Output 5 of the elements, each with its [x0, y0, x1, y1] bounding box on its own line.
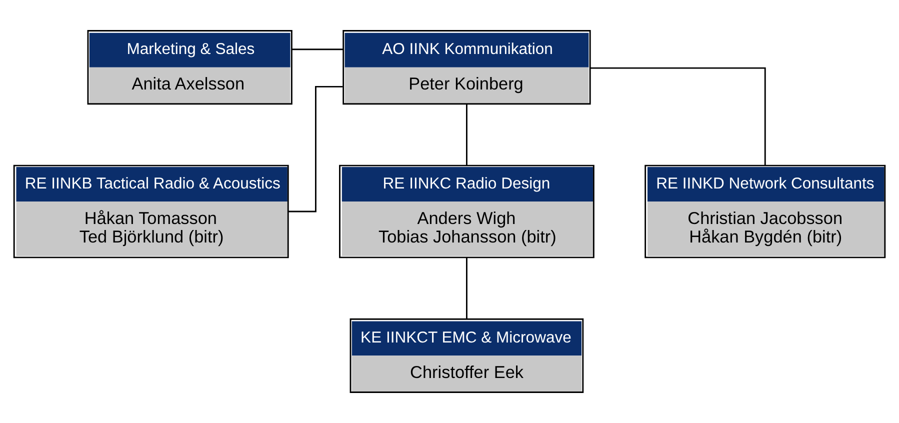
- connector: [466, 104, 468, 166]
- connector: [590, 67, 766, 166]
- connector: [292, 48, 344, 50]
- connector: [288, 86, 343, 212]
- connector: [466, 258, 468, 319]
